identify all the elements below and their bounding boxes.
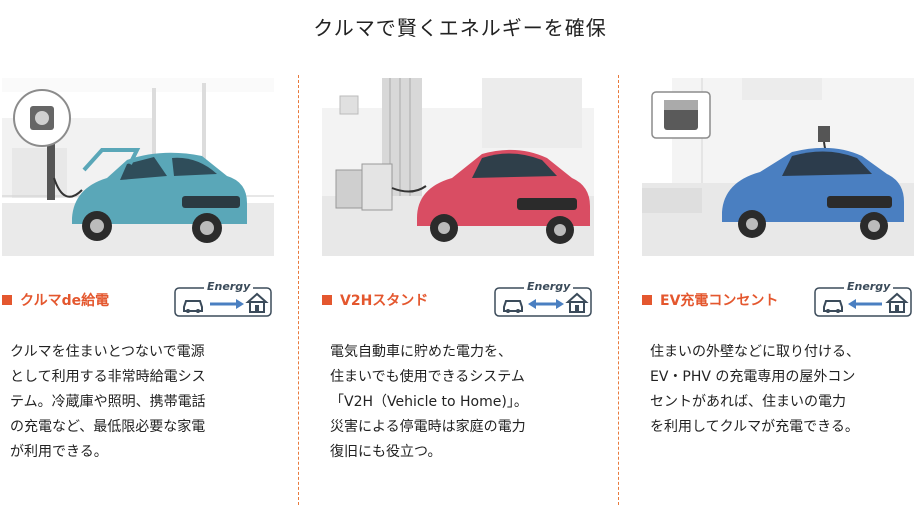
- home-icon: [245, 292, 269, 313]
- ev-outlet-description: 住まいの外壁などに取り付ける、 EV・PHV の充電専用の屋外コン セントがあれ…: [650, 344, 860, 435]
- car-power-label: クルマde給電: [20, 293, 110, 309]
- ev-outlet-illustration: [642, 78, 914, 256]
- car-icon: [823, 300, 843, 313]
- energy-label: Energy: [844, 280, 894, 293]
- ev-outlet-label-row: EV充電コンセント Energy: [642, 280, 914, 319]
- energy-flow-car-to-home: Energy: [174, 280, 272, 317]
- car-power-description: クルマを住まいとつないで電源 として利用する非常時給電シス テム。冷蔵庫や照明、…: [10, 344, 206, 460]
- divider-right: [618, 75, 619, 505]
- car-power-label-row: クルマde給電 Energy: [2, 280, 274, 319]
- ev-outlet-label: EV充電コンセント: [660, 293, 779, 309]
- label-marker: [322, 295, 332, 305]
- energy-flow-home-to-car: Energy: [814, 280, 912, 317]
- panel-v2h-stand: V2Hスタンド Energy 電気自動車に貯めた電力を、 住まいでも使用でき: [322, 78, 622, 508]
- label-marker: [642, 295, 652, 305]
- car-power-illustration: [2, 78, 274, 256]
- v2h-stand-description: 電気自動車に貯めた電力を、 住まいでも使用できるシステム 「V2H（Vehicl…: [330, 344, 528, 460]
- panel-car-power: クルマde給電 Energy クルマを住まいとつないで電源 として利用する非常時…: [2, 78, 302, 508]
- panel-ev-outlet: EV充電コンセント Energy 住まいの外壁などに取り付ける、 EV・PHV …: [642, 78, 920, 508]
- energy-label: Energy: [204, 280, 254, 293]
- energy-label: Energy: [524, 280, 574, 293]
- label-marker: [2, 295, 12, 305]
- energy-flow-bidirectional: Energy: [494, 280, 592, 317]
- page-title: クルマで賢くエネルギーを確保: [313, 16, 607, 40]
- v2h-stand-label-row: V2Hスタンド Energy: [322, 280, 594, 319]
- v2h-stand-label: V2Hスタンド: [340, 293, 429, 309]
- home-icon: [565, 292, 589, 313]
- car-icon: [503, 300, 523, 313]
- v2h-stand-illustration: [322, 78, 594, 256]
- home-icon: [885, 292, 909, 313]
- car-icon: [183, 300, 203, 313]
- divider-left: [298, 75, 299, 505]
